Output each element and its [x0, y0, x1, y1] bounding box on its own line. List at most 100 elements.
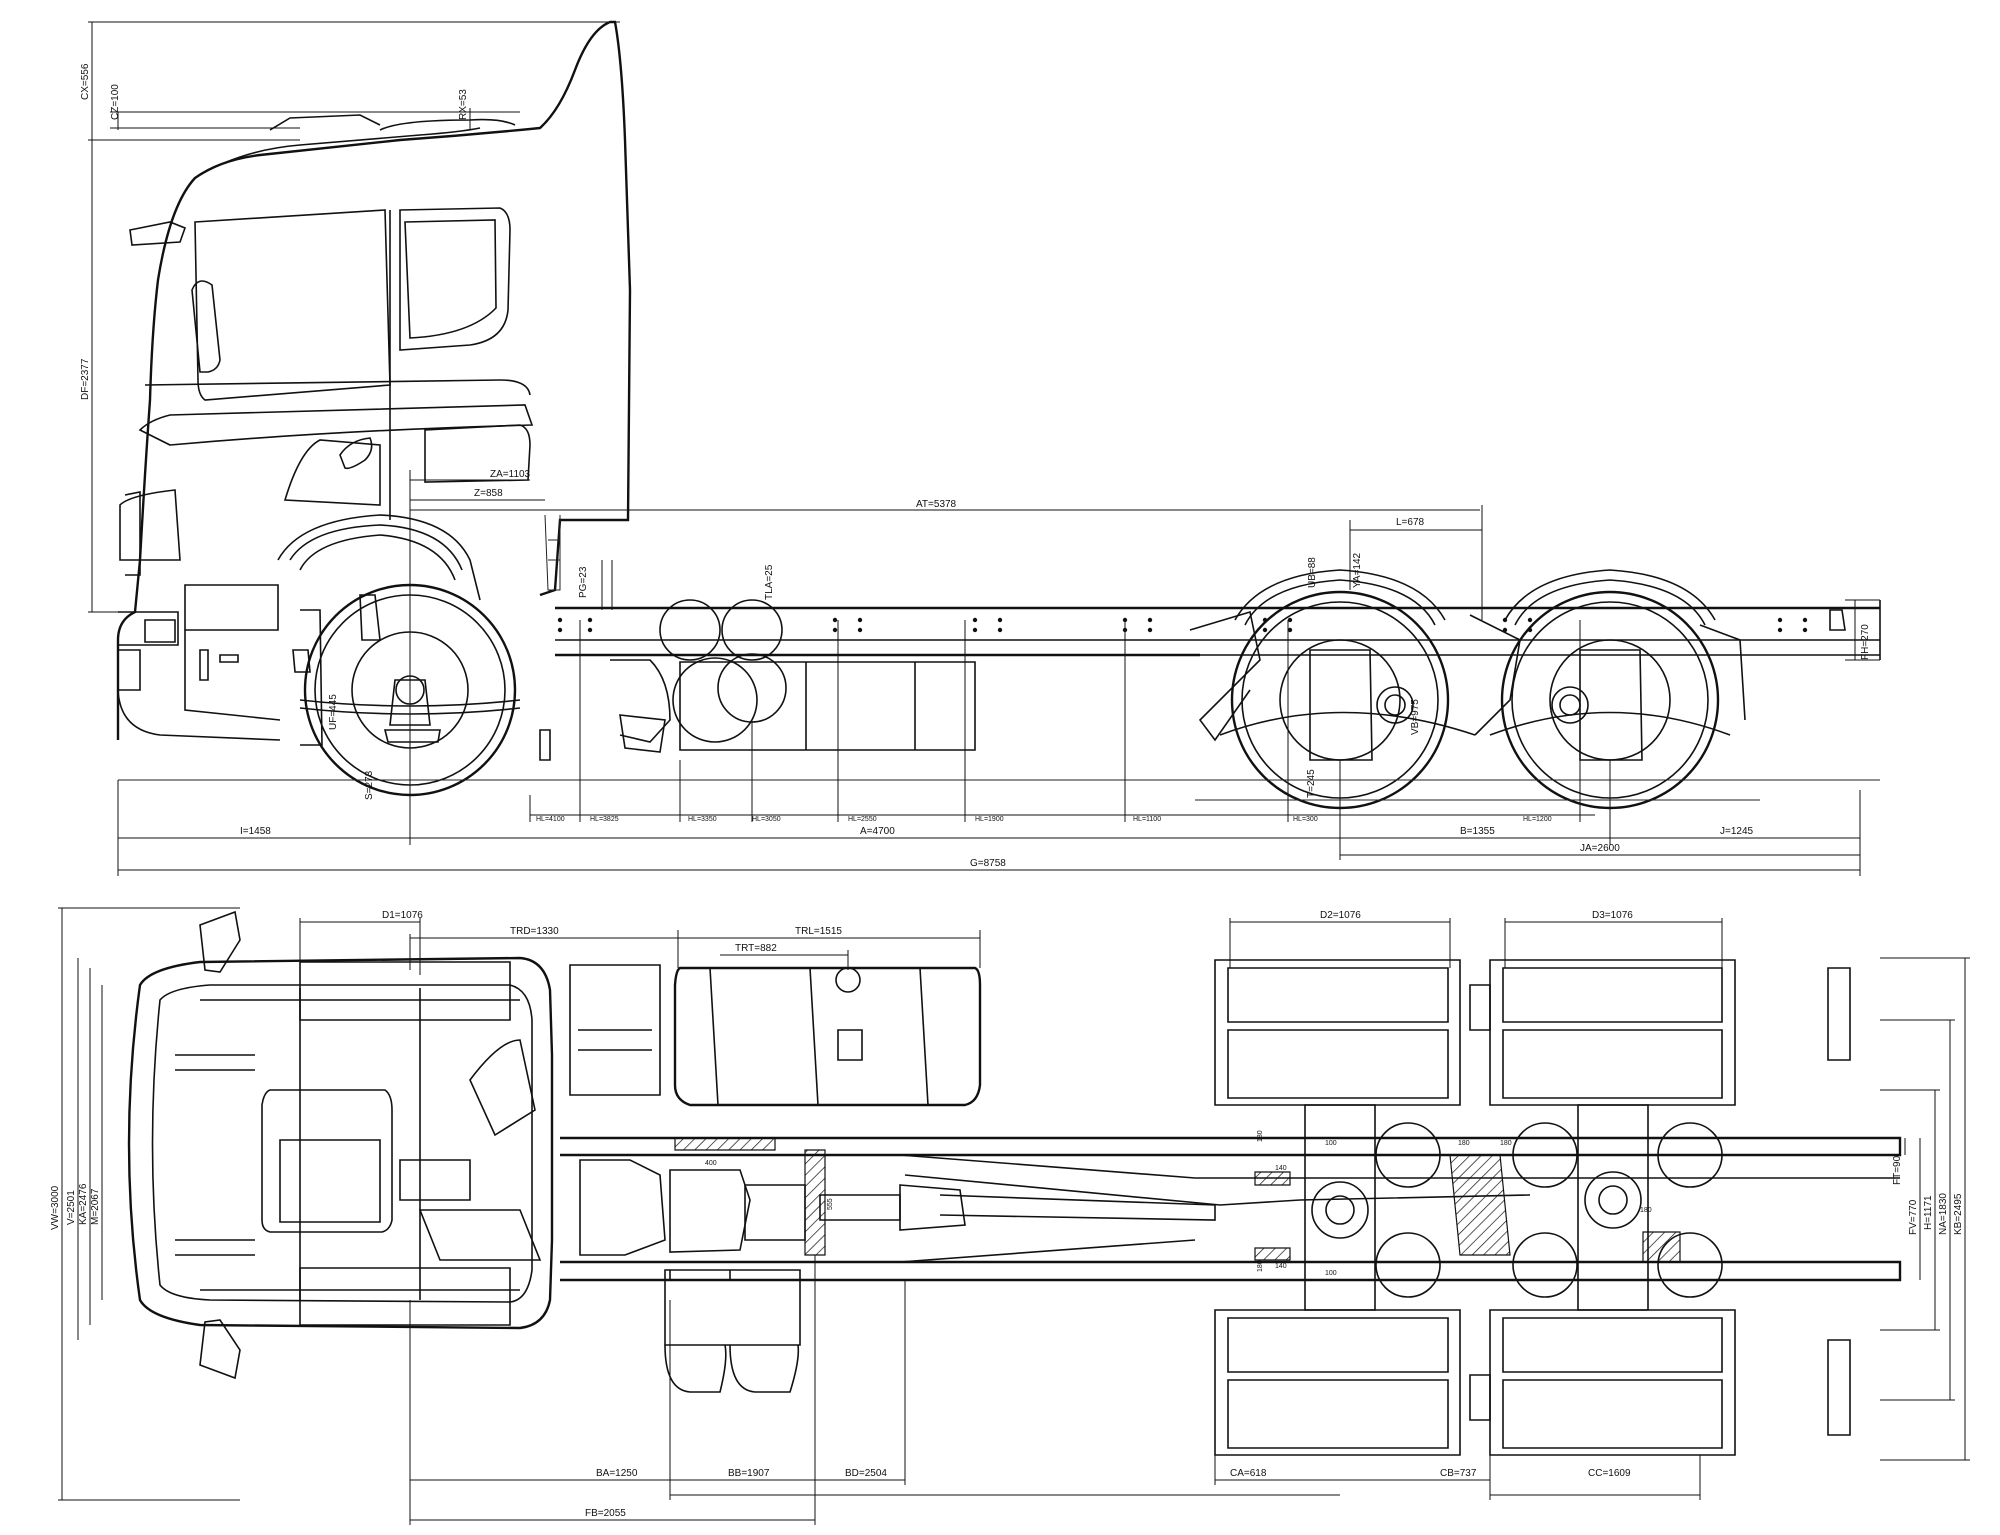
dim-cz: CZ=100: [110, 84, 121, 120]
dim-fv: FV=770: [1908, 1199, 1919, 1235]
dim-hl1: HL=4100: [536, 816, 565, 823]
dim-tla: TLA=25: [764, 564, 775, 600]
frame-hole: [832, 617, 838, 623]
dim-fh: FH=270: [1860, 624, 1871, 660]
dim-cx: CX=556: [80, 63, 91, 100]
frame-hole: [1262, 627, 1268, 633]
cab-top: [127, 910, 554, 1380]
dim-ft: FT=90: [1892, 1155, 1903, 1185]
side-view: CX=556 CZ=100 RX=53 DF=2377 FH=270 PG=23…: [80, 20, 1881, 876]
frame-hole: [1287, 617, 1293, 623]
frame-hole: [832, 627, 838, 633]
dim-cb: CB=737: [1440, 1468, 1477, 1479]
dim-400: 400: [705, 1160, 717, 1167]
fuel-tank-top: [569, 964, 982, 1107]
rear-axle-1-top: [1214, 959, 1461, 1456]
drivetrain-top: [399, 1039, 1216, 1393]
dim-bb: BB=1907: [728, 1468, 770, 1479]
dim-fb: FB=2055: [585, 1508, 626, 1519]
frame-holes: [557, 617, 1808, 633]
dim-d3: D3=1076: [1592, 910, 1633, 921]
dim-trd: TRD=1330: [510, 926, 559, 937]
dim-uf: UF=445: [328, 694, 339, 730]
frame-hole: [557, 617, 563, 623]
top-dims-lines: [58, 907, 1970, 1525]
dim-hl4: HL=3050: [752, 816, 781, 823]
frame-hole: [1287, 627, 1293, 633]
dim-vw: VW=3000: [50, 1185, 61, 1230]
dim-180e: 180: [1640, 1207, 1652, 1214]
dim-kb: KB=2495: [1953, 1193, 1964, 1235]
dim-555: 555: [827, 1198, 834, 1210]
frame-hole: [857, 617, 863, 623]
dim-m: M=2067: [90, 1188, 101, 1225]
frame-hole: [1147, 617, 1153, 623]
dim-h: H=1171: [1923, 1195, 1934, 1230]
rear-axle-2-top: [1449, 959, 1736, 1456]
dim-100a: 100: [1325, 1140, 1337, 1147]
dim-ka: KA=2476: [78, 1183, 89, 1225]
top-view: D1=1076 TRD=1330 TRL=1515 TRT=882 D2=107…: [50, 907, 1970, 1525]
dim-hl3: HL=3350: [688, 816, 717, 823]
cab-side: [116, 20, 632, 741]
dim-j: J=1245: [1720, 826, 1754, 837]
frame-hole: [997, 627, 1003, 633]
dim-pg: PG=23: [578, 566, 589, 598]
frame-hole: [972, 617, 978, 623]
dim-d1: D1=1076: [382, 910, 423, 921]
dim-180a: 180: [1458, 1140, 1470, 1147]
dim-100b: 100: [1325, 1270, 1337, 1277]
frame-hole: [557, 627, 563, 633]
frame-hole: [857, 627, 863, 633]
dim-d2: D2=1076: [1320, 910, 1361, 921]
dim-g: G=8758: [970, 858, 1006, 869]
dim-hl6: HL=1900: [975, 816, 1004, 823]
dim-t: T=245: [1306, 769, 1317, 798]
frame-hole: [587, 627, 593, 633]
side-horizontal-dims-upper: [409, 470, 1483, 810]
dim-ca: CA=618: [1230, 1468, 1267, 1479]
frame-hole: [1527, 617, 1533, 623]
frame-hole: [997, 617, 1003, 623]
frame-hole: [587, 617, 593, 623]
dim-za: ZA=1103: [490, 469, 531, 480]
front-wheel: [292, 583, 521, 797]
frame-hole: [1147, 627, 1153, 633]
rear-mudguards-top: [1469, 967, 1851, 1436]
dim-rx: RX=53: [458, 89, 469, 120]
side-hl-dims: [529, 620, 1595, 822]
dim-hl5: HL=2550: [848, 816, 877, 823]
dim-ub: UB=88: [1307, 557, 1318, 588]
dim-ba: BA=1250: [596, 1468, 638, 1479]
dim-140a: 140: [1275, 1165, 1287, 1172]
dim-180d: 180: [1257, 1260, 1264, 1272]
dim-s: S=273: [364, 770, 375, 800]
fuel-tank-side: [539, 599, 976, 761]
frame-hole: [1802, 617, 1808, 623]
dim-na: NA=1830: [1938, 1193, 1949, 1235]
dim-ya: YA=142: [1352, 552, 1363, 588]
dim-140b: 140: [1275, 1263, 1287, 1270]
dim-180b: 180: [1500, 1140, 1512, 1147]
rear-wheel-1: [1230, 569, 1450, 810]
dim-i: I=1458: [240, 826, 271, 837]
dim-a: A=4700: [860, 826, 895, 837]
dim-180c: 180: [1257, 1130, 1264, 1142]
side-vertical-dims: [88, 21, 1880, 661]
dim-at: AT=5378: [916, 499, 957, 510]
frame-hole: [1802, 627, 1808, 633]
chassis-rails-top: [560, 1136, 1902, 1282]
dim-hl8: HL=300: [1293, 816, 1318, 823]
dim-df: DF=2377: [80, 358, 91, 400]
dim-b: B=1355: [1460, 826, 1495, 837]
dim-trl: TRL=1515: [795, 926, 842, 937]
dim-ja: JA=2600: [1580, 843, 1620, 854]
frame-hole: [972, 627, 978, 633]
dim-trt: TRT=882: [735, 943, 777, 954]
chassis-frame-side: [555, 600, 1881, 660]
dim-v: V=2501: [66, 1190, 77, 1225]
dim-hl2: HL=3825: [590, 816, 619, 823]
dim-z: Z=858: [474, 488, 503, 499]
frame-hole: [1777, 627, 1783, 633]
